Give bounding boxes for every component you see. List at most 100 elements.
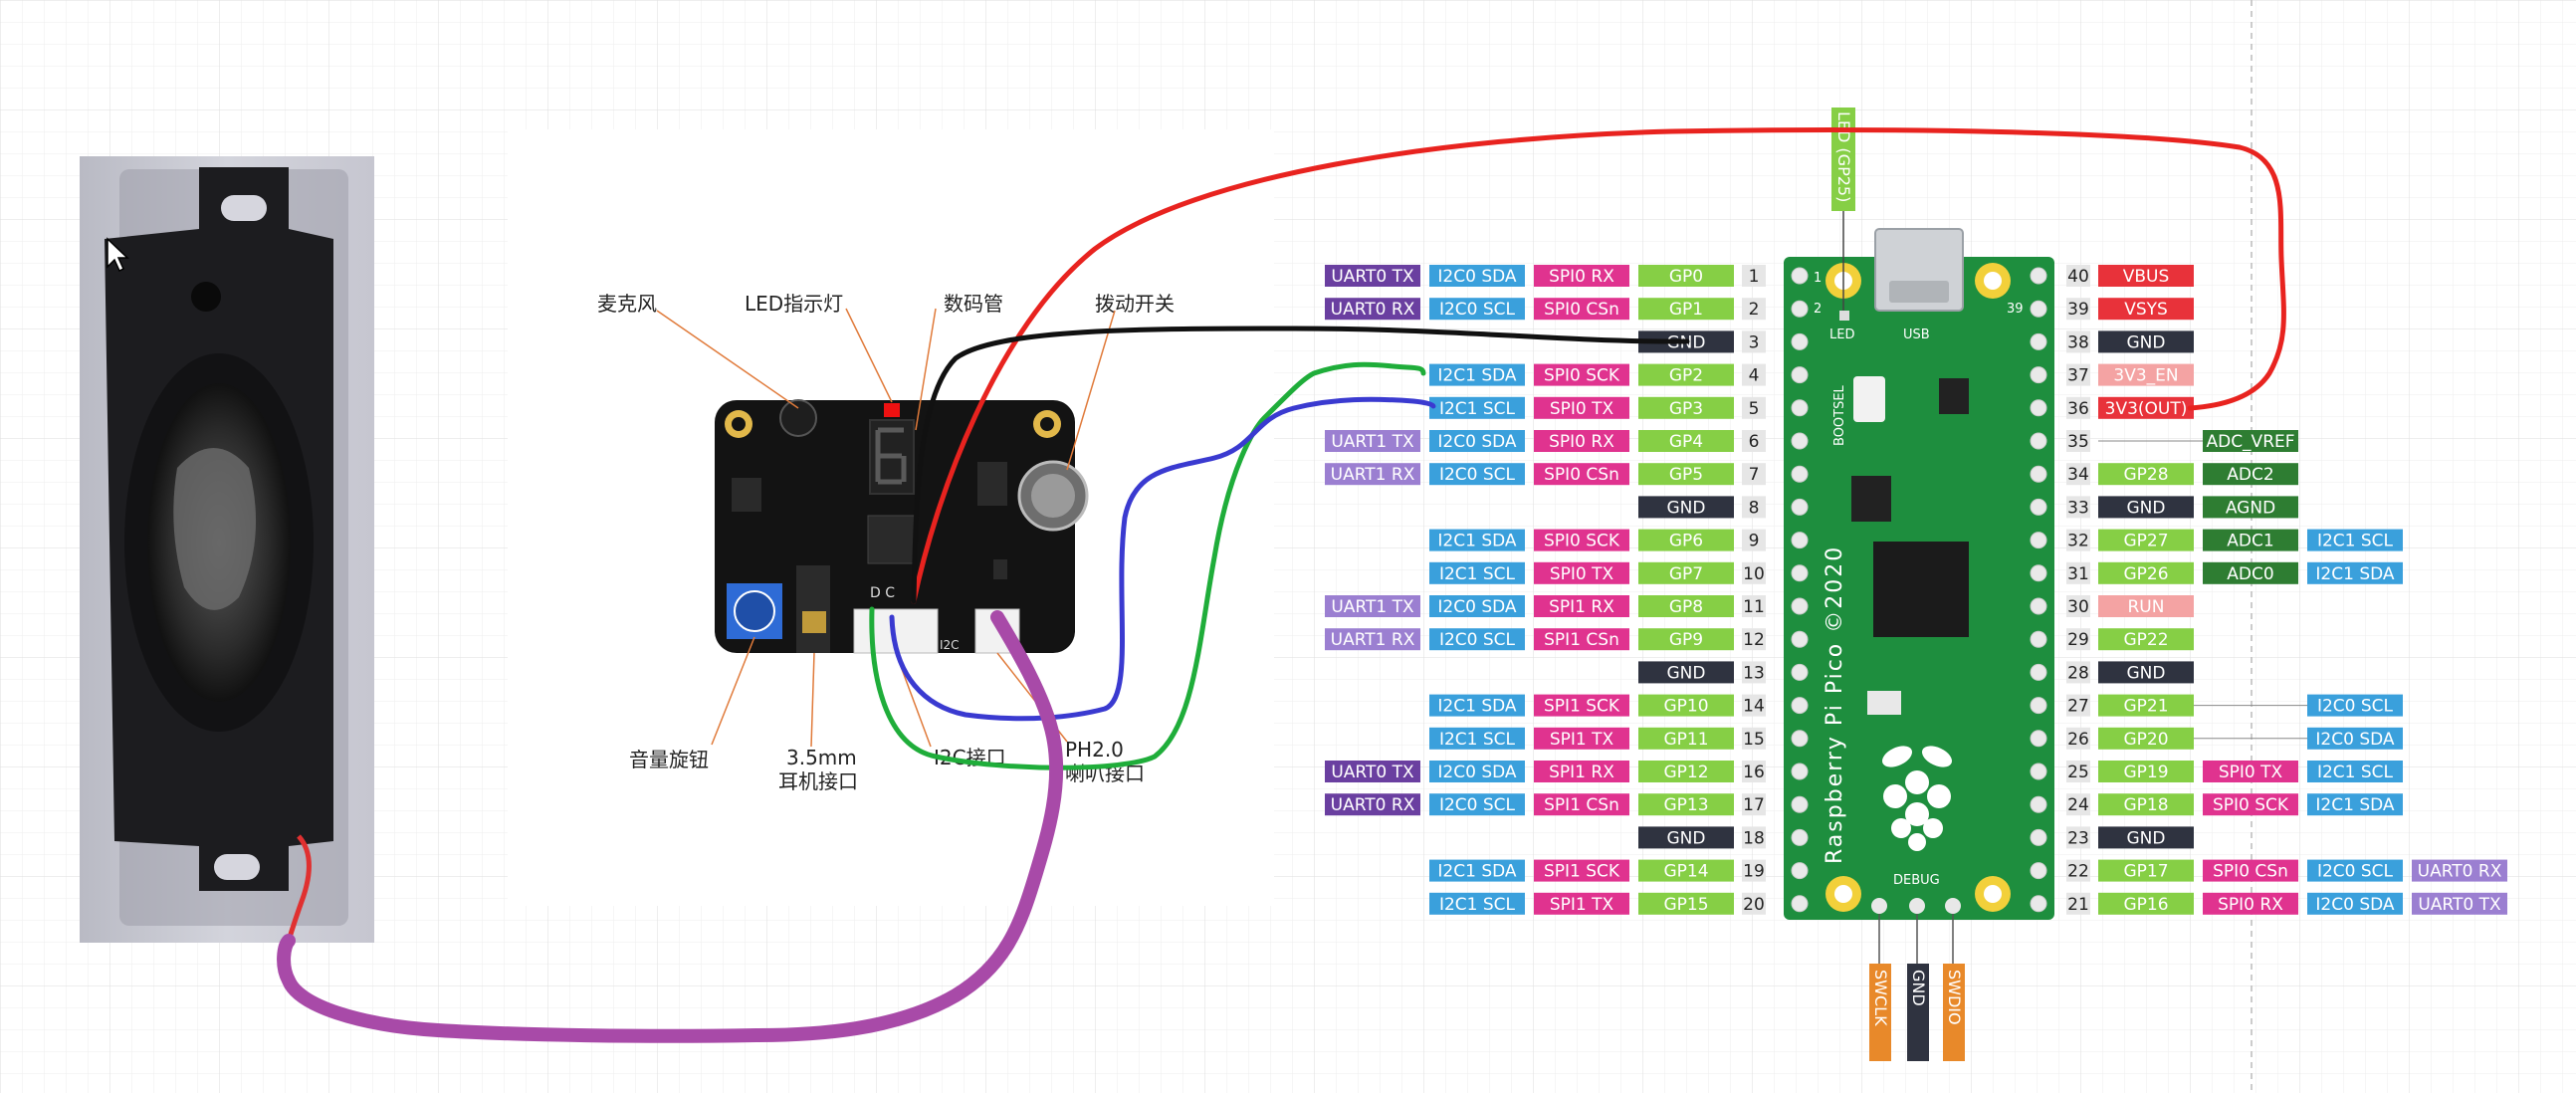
pin-number: 8	[1749, 498, 1760, 518]
debug-pin-box	[1943, 964, 1965, 1061]
callout-led: LED指示灯	[745, 292, 843, 316]
debug-pin-label: SWCLK	[1871, 970, 1890, 1026]
pin-label: VBUS	[2123, 267, 2170, 287]
pin-label: GP7	[1669, 564, 1703, 584]
pin-label: ADC2	[2227, 465, 2273, 485]
callout-line-jack	[810, 652, 815, 748]
pin-label: GP4	[1669, 432, 1703, 452]
pin-label: GP15	[1663, 895, 1708, 915]
pin-pad	[2030, 597, 2047, 615]
pin-label: UART0 TX	[1331, 763, 1414, 782]
pin-label: GP12	[1663, 763, 1708, 782]
bootsel-text: BOOTSEL	[1832, 384, 1847, 446]
pin-number-box	[1742, 628, 1766, 651]
pin-pad	[2030, 630, 2047, 648]
pin-label-box	[1429, 463, 1525, 486]
pico-board-text: Raspberry Pi Pico ©2020	[1823, 546, 1847, 864]
pin-number-box	[2066, 463, 2090, 486]
led-gp25-tag: LED (GP25)	[1831, 108, 1855, 311]
pin-number-box	[2066, 561, 2090, 584]
speaker-mount-slot-top	[221, 195, 267, 221]
pin-number: 36	[2067, 399, 2089, 419]
pin-number: 24	[2067, 795, 2089, 815]
pin-label-box	[1534, 265, 1629, 287]
debug-pad-swclk	[1871, 898, 1887, 914]
pin-pad	[1791, 532, 1809, 549]
wire-purple-speaker	[277, 610, 1064, 1043]
pin-label: GP26	[2123, 564, 2168, 584]
pin-pad	[1791, 366, 1809, 384]
pin-label-box	[2307, 561, 2403, 584]
pin-number: 23	[2067, 828, 2089, 848]
pin-label: I2C0 SDA	[1437, 267, 1517, 287]
pin-label-box	[2307, 761, 2403, 782]
wires	[277, 127, 2286, 1043]
pin-number-box	[1742, 363, 1766, 386]
pin-label: I2C0 SDA	[2315, 895, 2395, 915]
pin-pad	[2030, 399, 2047, 417]
pin-pad	[2030, 895, 2047, 913]
pin-number: 29	[2067, 630, 2089, 650]
pin-label-box	[1429, 363, 1525, 386]
pin-pad	[2030, 432, 2047, 450]
pin-label-box	[2098, 761, 2194, 782]
pin-label-box	[2307, 529, 2403, 551]
pin-label: I2C1 SDA	[1437, 532, 1517, 551]
pin-number-box	[1742, 826, 1766, 849]
pin-label-box	[2098, 330, 2194, 353]
pin-label-box	[1534, 396, 1629, 419]
pin-label: UART0 RX	[1331, 795, 1415, 815]
pin-label: SPI1 SCK	[1544, 697, 1620, 717]
pin-pad	[2030, 697, 2047, 715]
pin-number-box	[1742, 859, 1766, 882]
pin-pad	[1791, 630, 1809, 648]
debug-pad-swdio	[1945, 898, 1961, 914]
pin-label: I2C0 SCL	[1439, 300, 1516, 320]
pin-pad	[2030, 564, 2047, 582]
pin-label: SPI1 CSn	[1544, 795, 1619, 815]
speaker-mount-slot-bottom	[214, 854, 260, 880]
pin-label-box	[1638, 265, 1734, 287]
pin-label-box	[1638, 793, 1734, 816]
pin-label-box	[1638, 595, 1734, 617]
pin-pad	[1791, 730, 1809, 748]
pin-pad	[1791, 498, 1809, 516]
pin-label-box	[2098, 595, 2194, 617]
pin-number-box	[2066, 430, 2090, 452]
pin-label: UART0 RX	[2418, 862, 2502, 882]
pin-label: I2C0 SDA	[1437, 763, 1517, 782]
callout-seg: 数码管	[944, 292, 1003, 316]
pin-number-box	[1742, 793, 1766, 816]
pico-rp2040	[1873, 542, 1969, 637]
pin-label-box	[1429, 298, 1525, 321]
callout-line-led	[845, 308, 893, 403]
pin-number-box	[2066, 363, 2090, 386]
pin-number-box	[1742, 561, 1766, 584]
pin-number: 7	[1749, 465, 1760, 485]
pico-board-group: LED USB 1 2 39 BOOTSEL Raspberry Pi Pico…	[1784, 228, 2054, 920]
callout-line-switch	[1066, 310, 1116, 471]
audio-jack	[796, 565, 830, 653]
speaker-hole	[191, 282, 221, 312]
pin-label-box	[1429, 265, 1525, 287]
debug-pin-1: GND	[1907, 914, 1929, 1061]
pin-label-box	[1638, 298, 1734, 321]
pin-label-box	[1534, 430, 1629, 452]
pin-label-box	[1429, 727, 1525, 750]
pin-label: SPI1 RX	[1549, 597, 1614, 617]
pin-label: SPI0 TX	[1550, 564, 1614, 584]
pin-pad	[1791, 432, 1809, 450]
wire-green-sda	[869, 361, 1426, 770]
pin-label: I2C1 SDA	[1437, 697, 1517, 717]
pin-number-box	[1742, 595, 1766, 617]
pin-label-box	[1325, 430, 1420, 452]
pin-label-box	[2412, 859, 2507, 882]
pin-number-box	[2066, 628, 2090, 651]
pin-number-box	[2066, 727, 2090, 750]
